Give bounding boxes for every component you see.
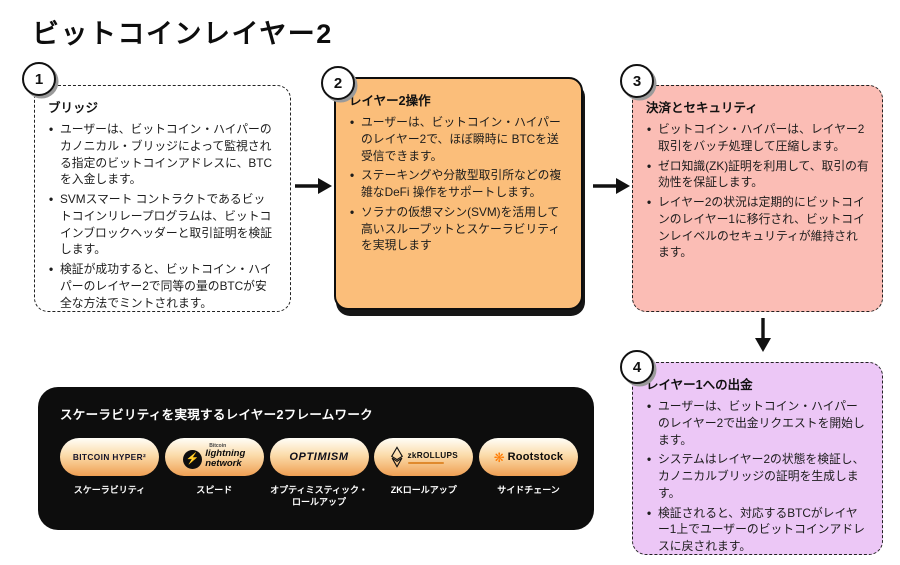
framework-bitcoin-hyper: BITCOIN HYPER² スケーラビリティ xyxy=(60,438,159,508)
frameworks-panel: スケーラビリティを実現するレイヤー2フレームワーク BITCOIN HYPER²… xyxy=(38,387,594,530)
arrow-down-icon xyxy=(755,318,771,352)
step-1-bullet-list: ユーザーは、ビットコイン・ハイパーのカノニカル・ブリッジによって監視される指定の… xyxy=(48,121,277,311)
bullet-item: ゼロ知識(ZK)証明を利用して、取引の有効性を保証します。 xyxy=(646,158,869,192)
arrow-right-icon xyxy=(593,178,630,194)
framework-label: スピード xyxy=(196,485,233,495)
bitcoin-hyper-logo: BITCOIN HYPER² xyxy=(60,438,159,476)
bullet-item: ユーザーは、ビットコイン・ハイパーのレイヤー2で、ほぼ瞬時に BTCを送受信でき… xyxy=(349,114,568,164)
zkrollups-logo-wrap: zkROLLUPS xyxy=(390,446,458,468)
framework-label: サイドチェーン xyxy=(497,485,560,495)
bullet-item: ビットコイン・ハイパーは、レイヤー2取引をバッチ処理して圧縮します。 xyxy=(646,121,869,155)
ethereum-diamond-icon xyxy=(390,446,403,468)
bullet-item: システムはレイヤー2の状態を検証し、カノニカルブリッジの証明を生成します。 xyxy=(646,451,869,501)
bullet-item: 検証されると、対応するBTCがレイヤー1上でユーザーのビットコインアドレスに戻さ… xyxy=(646,505,869,555)
step-1-number-badge: 1 xyxy=(22,62,56,96)
step-2-layer2-operations-box: レイヤー2操作 ユーザーは、ビットコイン・ハイパーのレイヤー2で、ほぼ瞬時に B… xyxy=(334,77,583,310)
step-3-settlement-security-box: 決済とセキュリティ ビットコイン・ハイパーは、レイヤー2取引をバッチ処理して圧縮… xyxy=(632,85,883,312)
page-title: ビットコインレイヤー2 xyxy=(32,19,333,49)
frameworks-panel-title: スケーラビリティを実現するレイヤー2フレームワーク xyxy=(60,408,373,422)
bullet-item: レイヤー2の状況は定期的にビットコインのレイヤー1に移行され、ビットコインレイベ… xyxy=(646,194,869,261)
optimism-logo: OPTIMISM xyxy=(269,438,369,476)
zkrollups-logo: zkROLLUPS xyxy=(374,438,474,476)
lightning-line1: lightning xyxy=(205,448,246,460)
bullet-item: ユーザーは、ビットコイン・ハイパーのカノニカル・ブリッジによって監視される指定の… xyxy=(48,121,277,188)
step-2-number-badge: 2 xyxy=(321,66,355,100)
step-3-title: 決済とセキュリティ xyxy=(646,101,758,115)
bullet-item: SVMスマート コントラクトであるビットコインリレープログラムは、ビットコインブ… xyxy=(48,191,277,258)
bullet-item: ソラナの仮想マシン(SVM)を活用して高いスループットとスケーラビリティを実現し… xyxy=(349,204,568,254)
framework-optimism: OPTIMISM オプティミスティック・ロールアップ xyxy=(269,438,369,508)
framework-label: スケーラビリティ xyxy=(73,485,146,495)
step-3-bullet-list: ビットコイン・ハイパーは、レイヤー2取引をバッチ処理して圧縮します。 ゼロ知識(… xyxy=(646,121,869,261)
step-1-bridge-box: ブリッジ ユーザーは、ビットコイン・ハイパーのカノニカル・ブリッジによって監視さ… xyxy=(34,85,291,312)
lightning-brand-text: Bitcoin xyxy=(209,443,227,450)
rootstock-logo-text: Rootstock xyxy=(507,451,564,463)
rootstock-flower-icon: ❋ xyxy=(493,449,505,465)
framework-label: ZKロールアップ xyxy=(390,485,457,495)
step-4-bullet-list: ユーザーは、ビットコイン・ハイパーのレイヤー2で出金リクエストを開始します。 シ… xyxy=(646,398,869,555)
rootstock-logo: ❋ Rootstock xyxy=(479,438,578,476)
step-4-number-badge: 4 xyxy=(620,350,654,384)
optimism-logo-text: OPTIMISM xyxy=(289,451,349,463)
step-3-number-badge: 3 xyxy=(620,64,654,98)
bullet-item: ユーザーは、ビットコイン・ハイパーのレイヤー2で出金リクエストを開始します。 xyxy=(646,398,869,448)
step-1-title: ブリッジ xyxy=(48,101,99,115)
framework-zkrollups: zkROLLUPS ZKロールアップ xyxy=(374,438,474,508)
bitcoin-hyper-logo-text: BITCOIN HYPER² xyxy=(72,452,147,462)
zkrollups-text-col: zkROLLUPS xyxy=(407,450,458,464)
zkrollups-logo-text: zkROLLUPS xyxy=(407,450,458,460)
step-4-withdrawal-box: レイヤー1への出金 ユーザーは、ビットコイン・ハイパーのレイヤー2で出金リクエス… xyxy=(632,362,883,555)
bullet-item: 検証が成功すると、ビットコイン・ハイパーのレイヤー2で同等の量のBTCが安全な方… xyxy=(48,261,277,311)
frameworks-logo-row: BITCOIN HYPER² スケーラビリティ Bitcoin ⚡ lightn… xyxy=(60,438,578,508)
lightning-line2: network xyxy=(205,458,242,469)
zkrollups-tagline-bar xyxy=(407,461,444,464)
arrow-right-icon xyxy=(295,178,332,194)
step-2-bullet-list: ユーザーは、ビットコイン・ハイパーのレイヤー2で、ほぼ瞬時に BTCを送受信でき… xyxy=(349,114,568,254)
bullet-item: ステーキングや分散型取引所などの複雑なDeFi 操作をサポートします。 xyxy=(349,167,568,201)
step-2-title: レイヤー2操作 xyxy=(349,94,431,108)
step-4-title: レイヤー1への出金 xyxy=(646,378,753,392)
lightning-bolt-icon: ⚡ xyxy=(183,449,203,469)
rootstock-logo-wrap: ❋ Rootstock xyxy=(494,451,564,464)
framework-rootstock: ❋ Rootstock サイドチェーン xyxy=(479,438,578,508)
framework-label: オプティミスティック・ロールアップ xyxy=(270,485,368,508)
